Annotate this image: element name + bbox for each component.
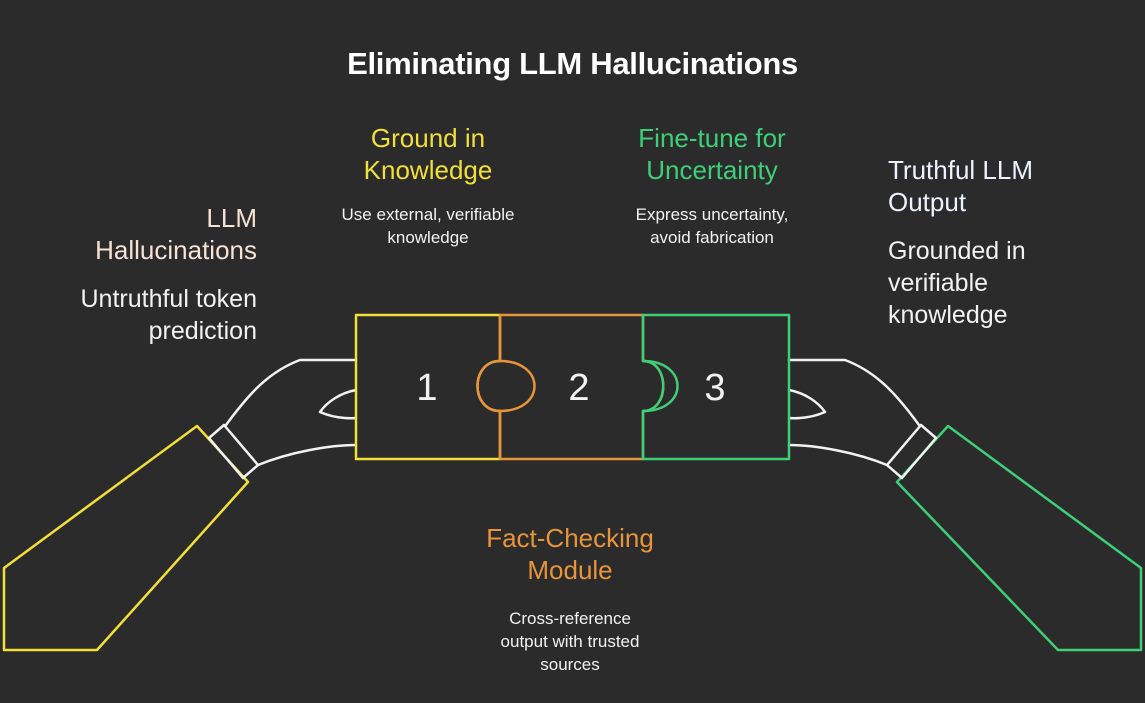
step-2-heading: Fact-Checking Module	[486, 523, 654, 585]
piece-number-3: 3	[704, 367, 725, 409]
left-cuff	[207, 423, 260, 480]
right-hand	[787, 358, 921, 467]
right-sleeve	[895, 424, 1143, 652]
left-description: Untruthful token prediction	[80, 285, 258, 345]
step-2-description: Cross-reference output with trusted sour…	[500, 609, 640, 674]
piece-number-2: 2	[568, 367, 589, 409]
step-3-heading: Fine-tune for Uncertainty	[638, 123, 786, 185]
right-heading: Truthful LLM Output	[888, 155, 1033, 217]
left-heading: LLM Hallucinations	[95, 203, 257, 265]
left-hand	[224, 358, 358, 467]
right-cuff	[885, 423, 938, 480]
step-1-heading: Ground in Knowledge	[363, 123, 493, 185]
step-3-description: Express uncertainty, avoid fabrication	[635, 205, 789, 247]
piece-number-1: 1	[416, 367, 437, 409]
right-description: Grounded in verifiable knowledge	[888, 237, 1026, 329]
step-1-description: Use external, verifiable knowledge	[341, 205, 515, 247]
left-sleeve	[2, 424, 250, 652]
page-title: Eliminating LLM Hallucinations	[347, 46, 798, 81]
